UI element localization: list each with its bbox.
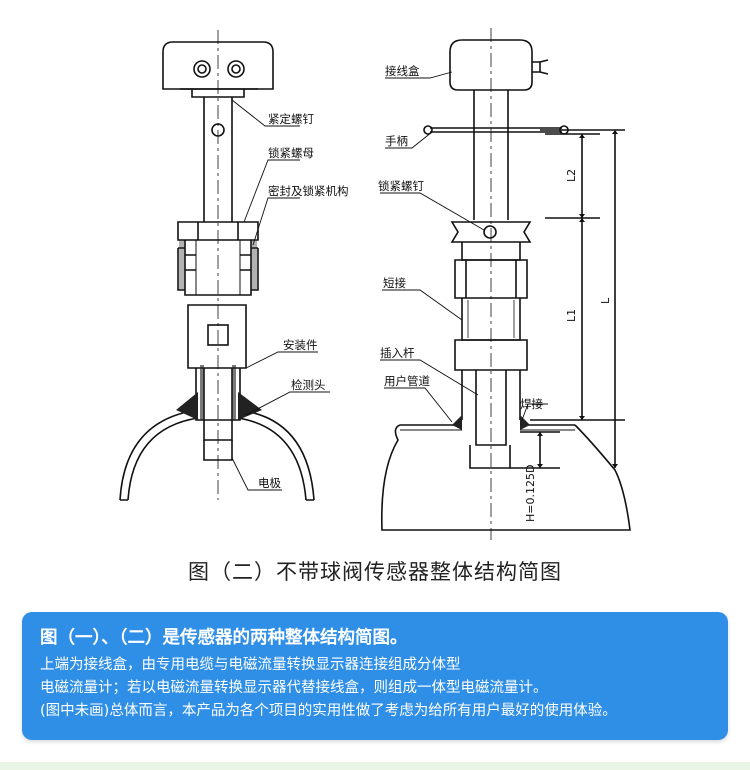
left-sensor-drawing [119,30,315,501]
label-user-pipe: 用户管道 [384,374,430,388]
panel-line: (图中未画)总体而言，本产品为各个项目的实用性做了考虑为给所有用户最好的使用体验… [40,703,617,719]
right-sensor-drawing [381,28,631,540]
panel-line: 电磁流量计；若以电磁流量转换显示器代替接线盒，则组成一体型电磁流量计。 [40,680,548,696]
label-junction-box: 接线盒 [385,64,420,78]
label-insertion-rod: 插入杆 [380,346,415,360]
label-lock-screw: 锁紧螺钉 [378,179,424,193]
left-labels: 紧定螺钉 锁紧螺母 密封及锁紧机构 安装件 检测头 电极 [258,112,349,490]
label-set-screw: 紧定螺钉 [268,112,314,126]
label-electrode: 电极 [258,476,281,490]
right-labels: 接线盒 手柄 锁紧螺钉 短接 插入杆 用户管道 焊接 [378,64,543,411]
panel-title: 图（一）、（二）是传感器的两种整体结构简图。 [40,628,408,648]
dim-l1: L1 [565,309,578,322]
label-seal-lock: 密封及锁紧机构 [268,184,349,198]
bottom-strip [0,762,750,770]
panel-line: 上端为接线盒，由专用电缆与电磁流量转换显示器连接组成分体型 [40,657,461,673]
label-short-connector: 短接 [383,276,406,290]
label-detect-head: 检测头 [291,378,326,392]
dimension-labels: L2 L1 L H=0.125D [524,169,612,522]
dim-l2: L2 [565,169,578,182]
info-panel: 图（一）、（二）是传感器的两种整体结构简图。 上端为接线盒，由专用电缆与电磁流量… [22,612,728,740]
label-weld: 焊接 [520,397,543,411]
structure-diagram: 紧定螺钉 锁紧螺母 密封及锁紧机构 安装件 检测头 电极 接线盒 手柄 锁紧螺钉… [119,28,631,540]
figure-caption: 图（二）不带球阀传感器整体结构简图 [188,560,562,584]
dim-l: L [599,297,612,304]
dim-h: H=0.125D [524,465,537,522]
label-lock-nut-left: 锁紧螺母 [268,146,314,160]
label-install-piece: 安装件 [283,338,318,352]
label-handle: 手柄 [385,134,408,148]
